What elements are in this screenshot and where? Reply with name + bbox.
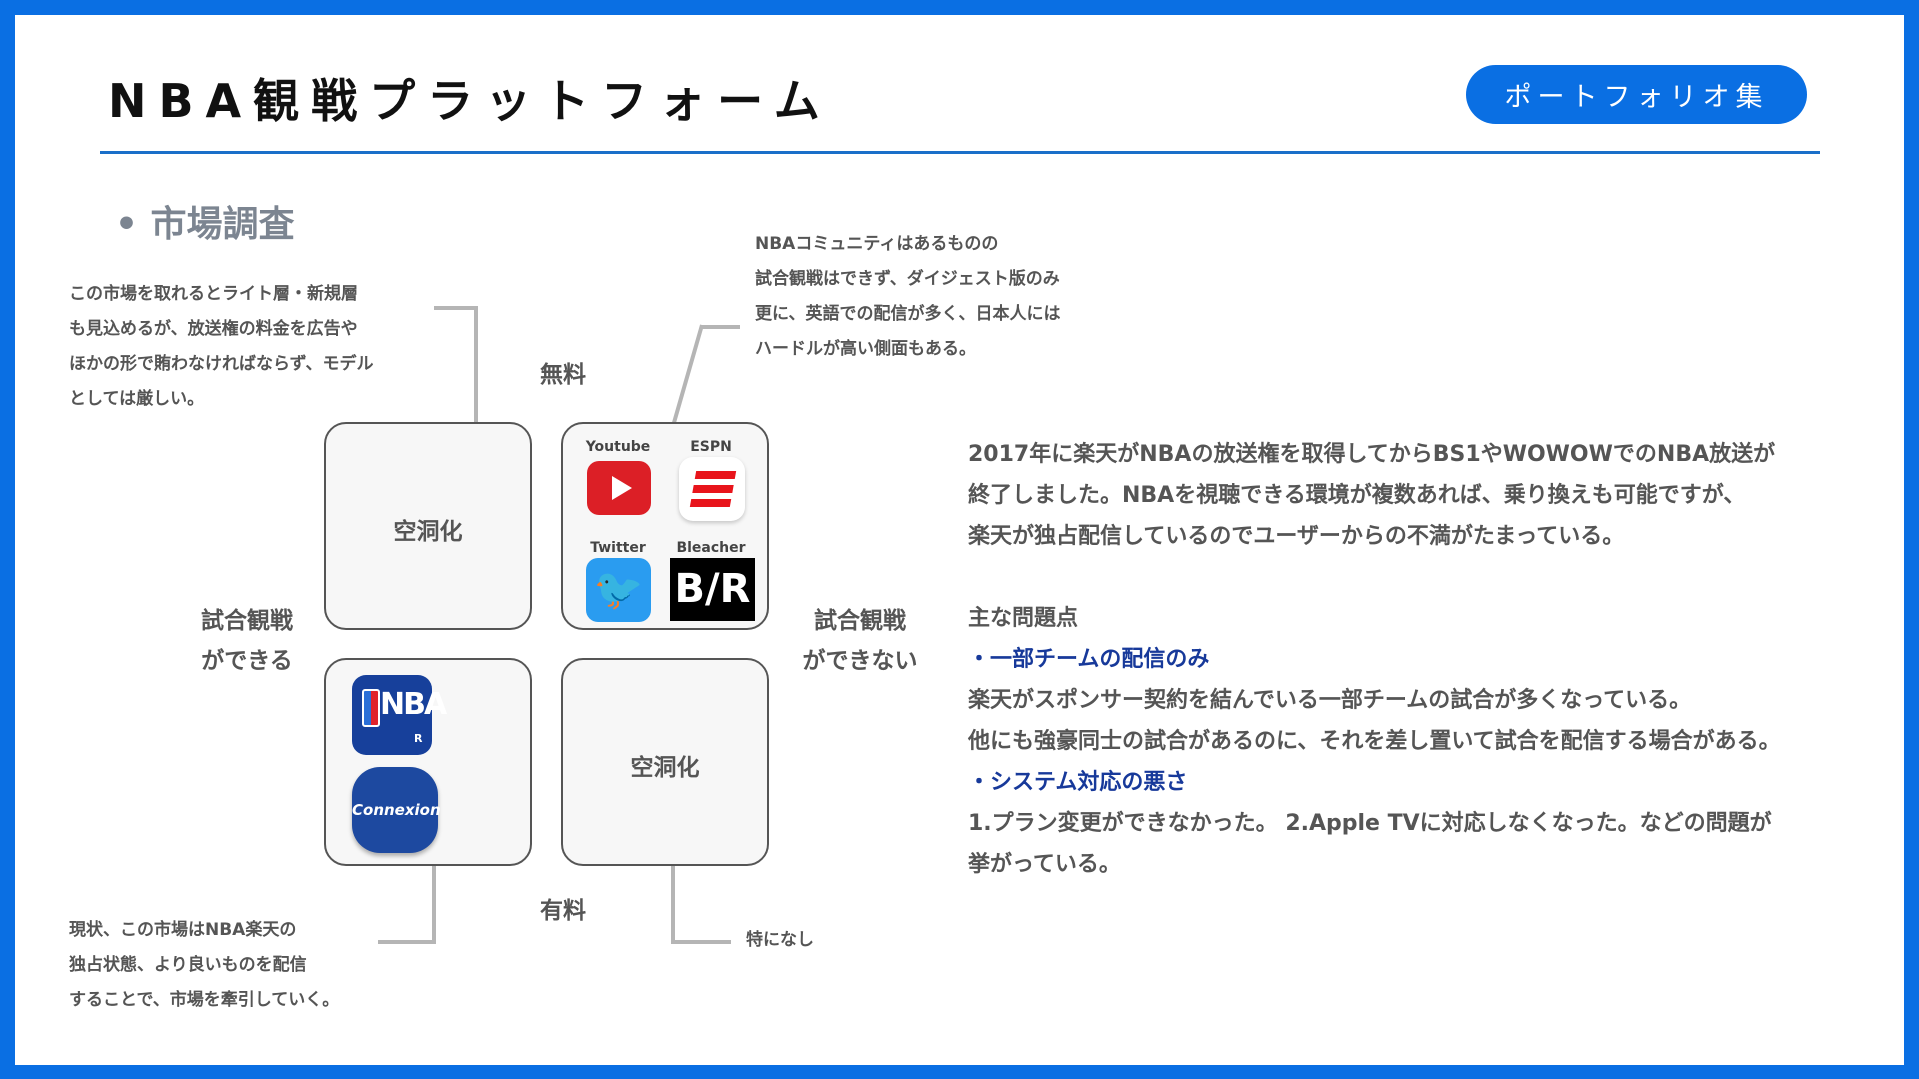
- quadrant-label: 空洞化: [393, 519, 463, 545]
- connexion-icon: Connexion: [352, 767, 441, 853]
- note-line: NBAコミュニティはあるものの: [755, 234, 999, 254]
- problem-title: ・一部チームの配信のみ: [968, 647, 1210, 672]
- text-line: 終了しました。NBAを視聴できる環境が複数あれば、乗り換えも可能ですが、: [968, 483, 1746, 508]
- note-line: することで、市場を牽引していく。: [69, 990, 340, 1010]
- note-top-right: NBAコミュニティはあるものの 試合観戦はできず、ダイジェスト版のみ 更に、英語…: [755, 227, 1061, 367]
- note-line: 試合観戦はできず、ダイジェスト版のみ: [755, 269, 1060, 289]
- bleacher-report-icon: B/R: [670, 558, 755, 621]
- twitter-icon: 🐦: [586, 558, 651, 622]
- note-line: も見込めるが、放送権の料金を広告や: [69, 319, 358, 339]
- note-bottom-left: 現状、この市場はNBA楽天の 独占状態、より良いものを配信 することで、市場を牽…: [69, 913, 339, 1018]
- connector-line: [474, 306, 478, 436]
- intro-text: 2017年に楽天がNBAの放送権を取得してからBS1やWOWOWでのNBA放送が…: [968, 434, 1775, 557]
- page-title: NBA観戦プラットフォーム: [108, 74, 832, 128]
- problems-section: 主な問題点 ・一部チームの配信のみ 楽天がスポンサー契約を結んでいる一部チームの…: [968, 598, 1781, 885]
- note-top-left: この市場を取れるとライト層・新規層 も見込めるが、放送権の料金を広告や ほかの形…: [69, 277, 373, 417]
- text-line: 他にも強豪同士の試合があるのに、それを差し置いて試合を配信する場合がある。: [968, 729, 1781, 754]
- header-divider: [100, 151, 1820, 154]
- connector-line: [378, 940, 434, 944]
- note-line: 独占状態、より良いものを配信: [69, 955, 307, 975]
- note-line: 現状、この市場はNBA楽天の: [69, 920, 297, 940]
- quadrant-free-cannot-watch: Youtube ESPN Twitter Bleacher 🐦 B/R: [561, 422, 769, 630]
- text-line: 楽天が独占配信しているのでユーザーからの不満がたまっている。: [968, 524, 1625, 549]
- section-title: • 市場調査: [115, 204, 295, 245]
- quadrant-label: 空洞化: [630, 755, 700, 781]
- espn-icon: [679, 457, 745, 521]
- note-line: ほかの形で賄わなければならず、モデル: [69, 354, 374, 374]
- service-label: Bleacher: [676, 540, 746, 556]
- portfolio-button[interactable]: ポートフォリオ集: [1466, 65, 1807, 124]
- note-line: ハードルが高い側面もある。: [755, 339, 976, 359]
- problem-title: ・システム対応の悪さ: [968, 770, 1188, 795]
- text-line: 楽天がスポンサー契約を結んでいる一部チームの試合が多くなっている。: [968, 688, 1692, 713]
- text-line: 2017年に楽天がNBAの放送権を取得してからBS1やWOWOWでのNBA放送が: [968, 442, 1776, 467]
- text-line: 挙がっている。: [968, 852, 1121, 877]
- slide: NBA観戦プラットフォーム ポートフォリオ集 • 市場調査 この市場を取れるとラ…: [15, 15, 1904, 1065]
- text-line: 1.プラン変更ができなかった。 2.Apple TVに対応しなくなった。などの問…: [968, 811, 1772, 836]
- connector-line: [671, 859, 675, 944]
- rakuten-r: R: [414, 732, 423, 745]
- axis-can-watch: 試合観戦 ができる: [187, 601, 307, 681]
- connector-line: [700, 325, 740, 329]
- quadrant-paid-can-watch: NBA R Connexion: [324, 658, 532, 866]
- axis-line: ができない: [802, 648, 918, 674]
- youtube-icon: [587, 461, 651, 515]
- axis-line: 試合観戦: [201, 608, 293, 634]
- service-label: Youtube: [585, 439, 651, 455]
- nba-logo-text: NBA: [380, 687, 447, 722]
- quadrant-paid-cannot-watch: 空洞化: [561, 658, 769, 866]
- connector-line: [432, 859, 436, 944]
- note-line: 更に、英語での配信が多く、日本人には: [755, 304, 1061, 324]
- connector-line: [434, 306, 478, 310]
- axis-line: 試合観戦: [814, 608, 906, 634]
- axis-line: ができる: [201, 648, 293, 674]
- nba-logo-icon: [362, 689, 380, 727]
- quadrant-free-can-watch: 空洞化: [324, 422, 532, 630]
- note-line: この市場を取れるとライト層・新規層: [69, 284, 358, 304]
- service-label: ESPN: [690, 439, 732, 455]
- axis-free: 無料: [540, 362, 586, 388]
- service-label: Twitter: [590, 540, 646, 556]
- connector-line: [671, 940, 731, 944]
- note-bottom-right: 特になし: [746, 930, 814, 950]
- axis-paid: 有料: [540, 898, 586, 924]
- connector-line: [669, 324, 704, 434]
- axis-cannot-watch: 試合観戦 ができない: [795, 601, 925, 681]
- problems-heading: 主な問題点: [968, 606, 1079, 631]
- nba-rakuten-icon: NBA R: [352, 675, 447, 755]
- note-line: としては厳しい。: [69, 389, 205, 409]
